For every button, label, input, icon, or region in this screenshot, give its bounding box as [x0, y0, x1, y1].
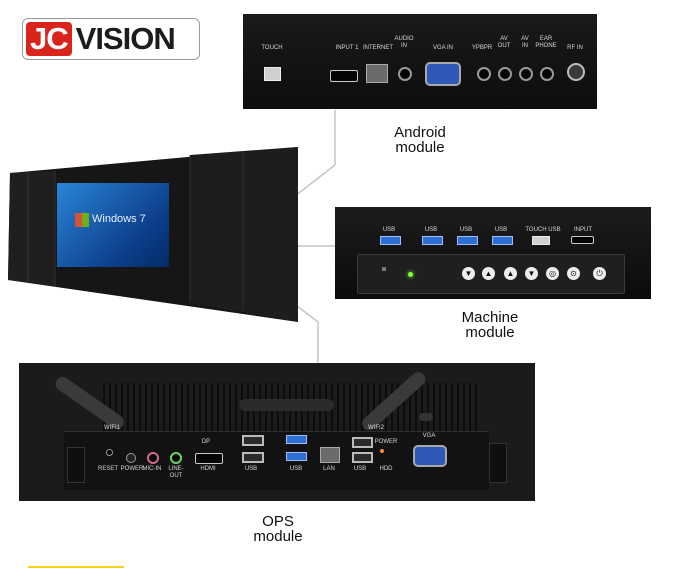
- logo-jc-text: JC: [26, 22, 72, 56]
- label-wifi1: WIFI1: [104, 425, 120, 431]
- jcvision-logo: JC VISION: [22, 18, 200, 60]
- logo-vision-text: VISION: [75, 21, 176, 56]
- usb-port-top-2: [352, 437, 373, 448]
- machine-caption-line1: Machine: [461, 309, 519, 326]
- vga-in-port: [425, 62, 461, 86]
- label-line-out: LINE-OUT: [168, 466, 184, 479]
- ops-caption-line2: module: [253, 528, 303, 545]
- hdmi-port: [195, 453, 223, 464]
- machine-caption-line2: module: [465, 324, 515, 341]
- usb-port-4: [492, 236, 513, 245]
- rf-in-connector: [567, 63, 585, 81]
- power-led-icon: [408, 272, 413, 277]
- label-usb2: USB: [424, 227, 438, 233]
- android-caption-line2: module: [395, 139, 445, 156]
- av-in-jack: [519, 67, 533, 81]
- volume-up-button[interactable]: ▲: [504, 267, 517, 280]
- android-module-panel: TOUCH INPUT 1 INTERNET AUDIO IN VGA IN Y…: [243, 14, 597, 109]
- ops-handle: [239, 399, 334, 411]
- power-button-icon[interactable]: ⏻: [593, 267, 606, 280]
- label-reset: RESET: [97, 466, 118, 472]
- label-av-in: AV IN: [521, 36, 529, 49]
- line-out-jack: [170, 452, 182, 464]
- label-ypbpr: YPBPR: [471, 45, 493, 51]
- ypbpr-jack: [477, 67, 491, 81]
- internet-rj45-port: [366, 64, 388, 83]
- left-bracket: [67, 447, 85, 483]
- right-bracket: [489, 443, 507, 483]
- label-usb-b: USB: [289, 466, 303, 472]
- tv-screen: Windows 7: [57, 183, 169, 267]
- channel-down-button[interactable]: ▼: [462, 267, 475, 280]
- mic-in-jack: [147, 452, 159, 464]
- label-mic-in: MIC-IN: [142, 466, 162, 472]
- label-usb-a: USB: [244, 466, 258, 472]
- label-dp: DP: [201, 439, 211, 445]
- label-power: POWER: [120, 466, 144, 472]
- touch-usb-b-port: [264, 67, 281, 81]
- label-ear-phone: EAR PHONE: [535, 36, 557, 49]
- usb-port-top-1: [242, 435, 264, 446]
- lan-port: [320, 447, 340, 463]
- power-button[interactable]: [126, 453, 136, 463]
- label-usb4: USB: [494, 227, 508, 233]
- channel-up-button[interactable]: ▲: [482, 267, 495, 280]
- usb3-port-top: [286, 435, 307, 444]
- label-touch-usb: TOUCH USB: [525, 227, 561, 233]
- hdmi-input1-port: [330, 70, 358, 82]
- menu-button[interactable]: ◎: [546, 267, 559, 280]
- label-power-led: POWER: [374, 439, 398, 445]
- windows-logo-icon: [75, 213, 89, 227]
- label-input1: INPUT 1: [335, 45, 359, 51]
- label-hdd: HDD: [379, 466, 393, 472]
- label-wifi2: WIFI2: [368, 425, 384, 431]
- label-touch: TOUCH: [261, 45, 283, 51]
- accent-underline: [28, 566, 124, 568]
- audio-in-jack: [398, 67, 412, 81]
- label-vga-in: VGA IN: [432, 45, 453, 51]
- ir-sensor: [382, 267, 386, 271]
- touch-usb-port: [532, 236, 550, 245]
- vga-slot: [419, 413, 433, 421]
- usb-port-bottom-2: [352, 452, 373, 463]
- label-usb-c: USB: [353, 466, 367, 472]
- volume-down-button[interactable]: ▼: [525, 267, 538, 280]
- label-vga: VGA: [422, 433, 436, 439]
- usb-port-3: [457, 236, 478, 245]
- usb-port-2: [422, 236, 443, 245]
- ear-phone-jack: [540, 67, 554, 81]
- machine-module-panel: USB USB USB USB TOUCH USB INPUT ▼ ▲ ▲ ▼ …: [335, 207, 651, 299]
- source-button[interactable]: ⊙: [567, 267, 580, 280]
- label-av-out: AV OUT: [497, 36, 511, 49]
- control-button-strip: ▼ ▲ ▲ ▼ ◎ ⊙ ⏻: [357, 254, 625, 294]
- reset-hole[interactable]: [106, 449, 113, 456]
- power-led-indicator: [380, 449, 384, 453]
- vga-port: [413, 445, 447, 467]
- android-caption-line1: Android: [394, 124, 446, 141]
- label-usb3: USB: [459, 227, 473, 233]
- usb-port-1: [380, 236, 401, 245]
- label-hdmi: HDMI: [200, 466, 216, 472]
- ops-caption-line1: OPS: [262, 513, 294, 530]
- windows-7-text: Windows 7: [92, 213, 146, 225]
- label-lan: LAN: [323, 466, 335, 472]
- usb-port-bottom-1: [242, 452, 264, 463]
- label-input: INPUT: [574, 227, 592, 233]
- label-audio-in: AUDIO IN: [394, 36, 414, 49]
- usb3-port-bottom: [286, 452, 307, 461]
- label-usb1: USB: [382, 227, 396, 233]
- av-out-jack: [498, 67, 512, 81]
- label-rf-in: RF IN: [567, 45, 583, 51]
- ops-module-panel: WIFI1 WIFI2 RESET POWER MIC-IN LINE-OUT …: [19, 363, 535, 501]
- label-internet: INTERNET: [363, 45, 393, 51]
- hdmi-input-port: [571, 236, 594, 244]
